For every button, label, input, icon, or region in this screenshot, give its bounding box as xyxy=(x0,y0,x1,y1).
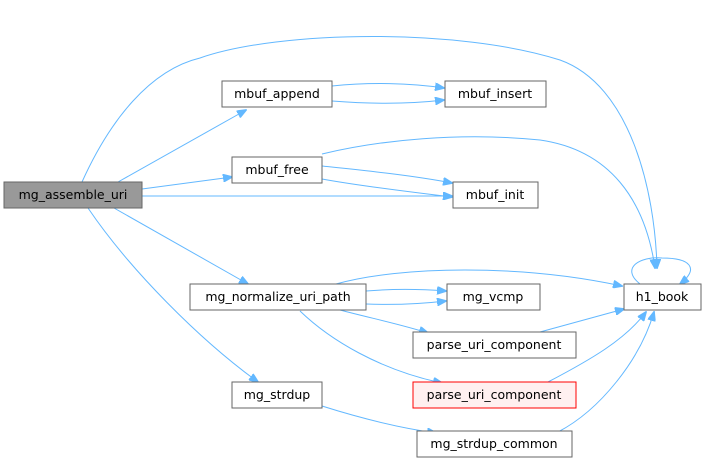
node-label: mbuf_insert xyxy=(458,86,532,101)
node-mbuf-init[interactable]: mbuf_init xyxy=(452,181,539,209)
node-mg-assemble-uri[interactable]: mg_assemble_uri xyxy=(3,181,143,209)
node-label: mbuf_append xyxy=(234,86,320,101)
node-label: parse_uri_component xyxy=(427,337,562,352)
node-label: h1_book xyxy=(636,289,689,304)
edge-assemble-to-mbuf-free xyxy=(141,177,232,190)
edge-normalize-to-h1-book xyxy=(335,269,622,286)
node-mg-normalize-uri-path[interactable]: mg_normalize_uri_path xyxy=(189,283,367,311)
edge-parse-2-to-h1-book xyxy=(547,312,646,383)
edge-parse-1-to-h1-book xyxy=(539,309,624,333)
edges xyxy=(81,36,691,434)
edge-assemble-to-mbuf-append xyxy=(117,110,246,183)
node-h1-book[interactable]: h1_book xyxy=(623,283,702,311)
node-mg-strdup[interactable]: mg_strdup xyxy=(231,381,323,409)
node-label: mbuf_free xyxy=(245,162,309,177)
edge-assemble-to-strdup xyxy=(87,207,258,382)
edge-normalize-to-parse-2 xyxy=(299,310,442,383)
edge-normalize-to-vcmp-a xyxy=(365,290,446,292)
edge-h1-book-self-loop xyxy=(631,257,691,284)
node-parse-uri-component-2[interactable]: parse_uri_component xyxy=(412,381,577,409)
edge-normalize-to-parse-1 xyxy=(339,309,428,333)
node-parse-uri-component-1[interactable]: parse_uri_component xyxy=(412,331,577,359)
node-mbuf-insert[interactable]: mbuf_insert xyxy=(444,80,547,108)
edge-strdup-to-common xyxy=(321,405,436,433)
node-label: mg_assemble_uri xyxy=(19,187,128,202)
node-mbuf-append[interactable]: mbuf_append xyxy=(221,80,333,108)
node-label: mg_strdup xyxy=(244,387,311,402)
edge-assemble-to-h1-book xyxy=(81,36,657,269)
edge-common-to-h1-book xyxy=(557,312,654,433)
edge-normalize-to-vcmp-b xyxy=(365,301,446,304)
edge-free-to-init-b xyxy=(321,178,452,197)
edge-free-to-init-a xyxy=(321,165,452,183)
edge-free-to-h1-book xyxy=(321,136,655,268)
node-mbuf-free[interactable]: mbuf_free xyxy=(231,156,323,184)
edge-append-to-insert-a xyxy=(331,84,444,88)
node-label: mg_vcmp xyxy=(463,289,524,304)
node-mg-vcmp[interactable]: mg_vcmp xyxy=(446,283,541,311)
node-label: mg_strdup_common xyxy=(430,436,557,451)
node-label: parse_uri_component xyxy=(427,387,562,402)
edge-assemble-to-normalize xyxy=(113,207,248,284)
node-mg-strdup-common[interactable]: mg_strdup_common xyxy=(416,430,573,458)
edge-append-to-insert-b xyxy=(331,100,444,103)
node-label: mbuf_init xyxy=(466,187,525,202)
node-label: mg_normalize_uri_path xyxy=(205,289,350,304)
